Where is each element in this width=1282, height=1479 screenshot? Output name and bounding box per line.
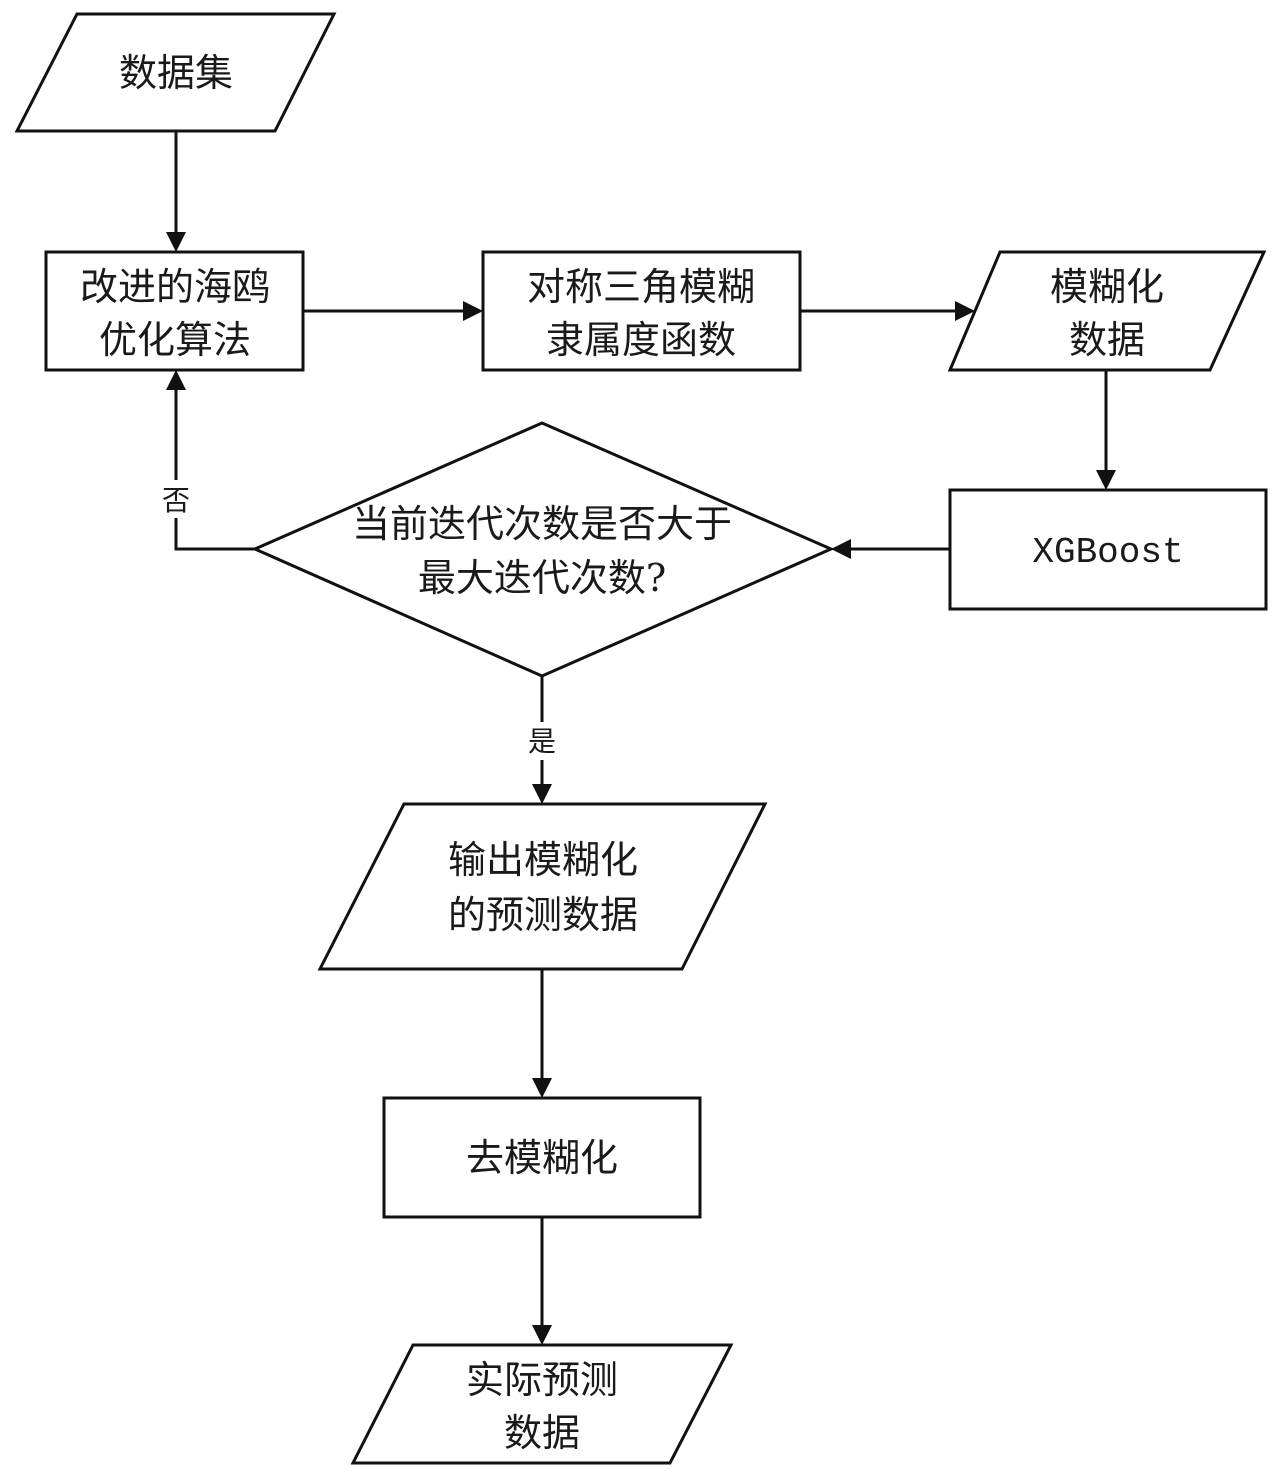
node-label: 输出模糊化 — [448, 838, 638, 882]
node-label: 数据集 — [119, 51, 233, 95]
node-label: 优化算法 — [99, 318, 251, 362]
node-label: 数据 — [504, 1411, 580, 1455]
arrowhead-icon — [1096, 470, 1116, 490]
edge-label-yes: 是 — [528, 725, 556, 758]
edge-xgboost-to-check — [831, 539, 950, 559]
node-label: 实际预测 — [466, 1358, 618, 1402]
arrowhead-icon — [955, 301, 975, 321]
edge-seagull-to-membership — [303, 301, 483, 321]
node-label: 改进的海鸥 — [80, 265, 270, 309]
node-fuzzified-data: 模糊化 数据 — [947, 250, 1267, 372]
edge-check-yes-to-output: 是 — [526, 676, 558, 804]
node-iteration-check: 当前迭代次数是否大于 最大迭代次数? — [251, 421, 835, 678]
node-triangular-membership: 对称三角模糊 隶属度函数 — [481, 250, 802, 372]
node-label: 对称三角模糊 — [527, 265, 755, 309]
node-label: 的预测数据 — [448, 893, 638, 937]
node-xgboost: XGBoost — [948, 488, 1268, 611]
arrowhead-icon — [166, 370, 186, 390]
node-defuzzify: 去模糊化 — [382, 1096, 702, 1219]
edge-fuzzified-to-xgboost — [1096, 370, 1116, 490]
arrowhead-icon — [463, 301, 483, 321]
node-dataset: 数据集 — [14, 12, 337, 133]
edge-output-to-defuzzify — [532, 969, 552, 1098]
arrowhead-icon — [831, 539, 851, 559]
node-label: 最大迭代次数? — [418, 556, 666, 600]
node-label: 隶属度函数 — [546, 318, 736, 362]
arrowhead-icon — [532, 1078, 552, 1098]
arrowhead-icon — [532, 784, 552, 804]
node-improved-seagull: 改进的海鸥 优化算法 — [44, 250, 305, 372]
node-label: 模糊化 — [1050, 265, 1164, 309]
node-actual-prediction: 实际预测 数据 — [350, 1343, 734, 1465]
arrowhead-icon — [166, 232, 186, 252]
edge-label-no: 否 — [162, 484, 190, 517]
edge-defuzzify-to-actual — [532, 1217, 552, 1345]
arrowhead-icon — [532, 1325, 552, 1345]
edge-check-no-to-seagull: 否 — [160, 370, 255, 551]
edge-membership-to-fuzzified — [800, 301, 975, 321]
node-label: 去模糊化 — [466, 1136, 618, 1180]
node-fuzzy-prediction-output: 输出模糊化 的预测数据 — [317, 802, 768, 971]
node-label: 数据 — [1069, 318, 1145, 362]
node-label: XGBoost — [1032, 532, 1183, 573]
edge-dataset-to-seagull — [166, 131, 186, 252]
node-label: 当前迭代次数是否大于 — [352, 502, 732, 546]
